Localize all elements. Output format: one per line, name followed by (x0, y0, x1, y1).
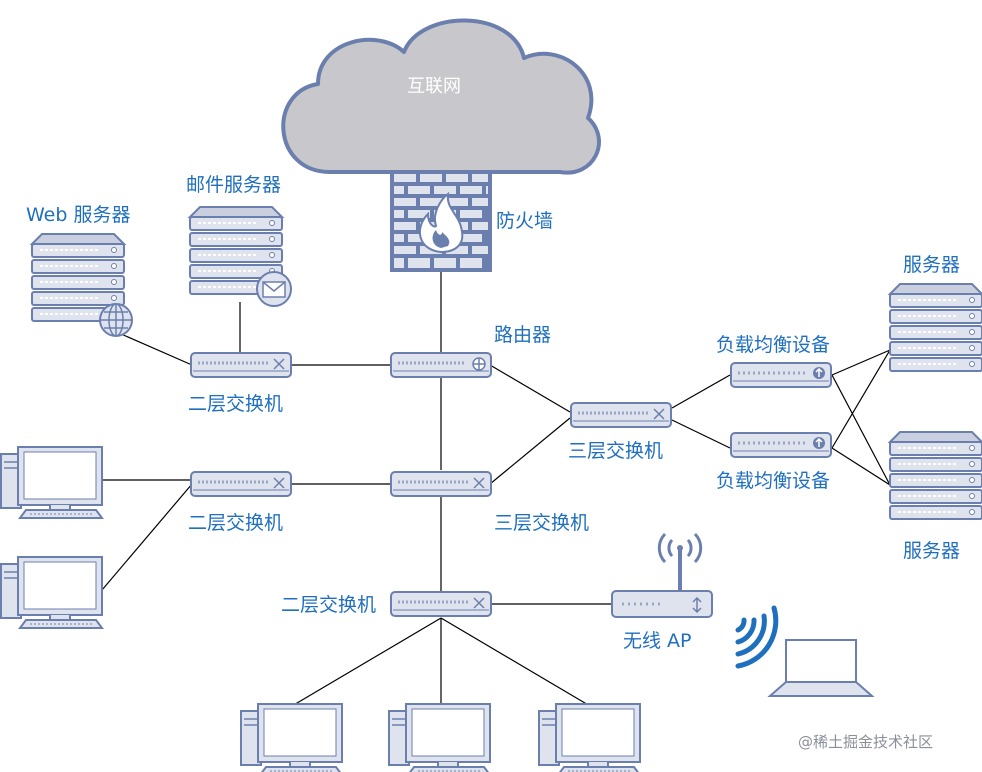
l3-switch-right-icon (569, 401, 673, 429)
link-lb2-srv1 (831, 349, 891, 449)
l3-switch-center-label: 三层交换机 (494, 512, 590, 534)
internet-cloud (281, 18, 601, 175)
l3-switch-center-icon (389, 470, 493, 498)
router-icon (390, 352, 492, 378)
server-2-label: 服务器 (903, 540, 961, 562)
wifi-signal-icon (735, 605, 779, 669)
pc-3-icon (240, 703, 343, 772)
l2-switch-mid-label: 二层交换机 (188, 512, 284, 534)
laptop-icon (767, 639, 875, 697)
internet-label: 互联网 (407, 76, 461, 97)
l2-switch-bottom-icon (389, 590, 493, 618)
load-balancer-1-label: 负载均衡设备 (716, 334, 831, 356)
load-balancer-1-icon (729, 361, 833, 389)
mail-server-label: 邮件服务器 (186, 174, 282, 196)
load-balancer-2-label: 负载均衡设备 (716, 470, 831, 492)
router-label: 路由器 (494, 324, 552, 346)
web-server-label: Web 服务器 (26, 204, 131, 226)
l2-switch-mid-icon (189, 470, 293, 498)
link-l3right-lb2 (671, 419, 731, 449)
connections (101, 272, 891, 707)
firewall-icon (390, 170, 492, 272)
pc-2-icon (0, 556, 103, 629)
server-2-icon (889, 431, 982, 520)
wireless-ap-icon (611, 532, 713, 618)
link-lb1-srv1 (831, 349, 891, 376)
link-lb2-srv2 (831, 447, 891, 486)
mail-server-icon (189, 206, 292, 307)
web-server-icon (31, 233, 133, 337)
link-l3right-lb1 (671, 374, 731, 409)
server-1-icon (889, 283, 982, 372)
link-l2bottom-pc3 (291, 617, 442, 707)
link-pc2-l2mid (101, 483, 193, 591)
link-web-l2top (111, 329, 193, 366)
server-1-label: 服务器 (903, 254, 961, 276)
l3-switch-right-label: 三层交换机 (568, 440, 664, 462)
firewall-label: 防火墙 (496, 210, 554, 232)
pc-4-icon (388, 703, 491, 772)
load-balancer-2-icon (729, 431, 833, 459)
link-lb1-srv2 (831, 374, 891, 486)
l2-switch-bottom-label: 二层交换机 (281, 594, 377, 616)
wireless-ap-label: 无线 AP (623, 630, 692, 652)
l2-switch-top-icon (189, 351, 293, 379)
link-router-l3right (489, 364, 571, 413)
pc-5-icon (538, 703, 641, 772)
link-l3center-l3right (489, 417, 571, 485)
watermark: @稀土掘金技术社区 (798, 733, 934, 751)
link-l2bottom-pc5 (440, 617, 591, 707)
pc-1-icon (0, 446, 103, 519)
l2-switch-top-label: 二层交换机 (188, 393, 284, 415)
